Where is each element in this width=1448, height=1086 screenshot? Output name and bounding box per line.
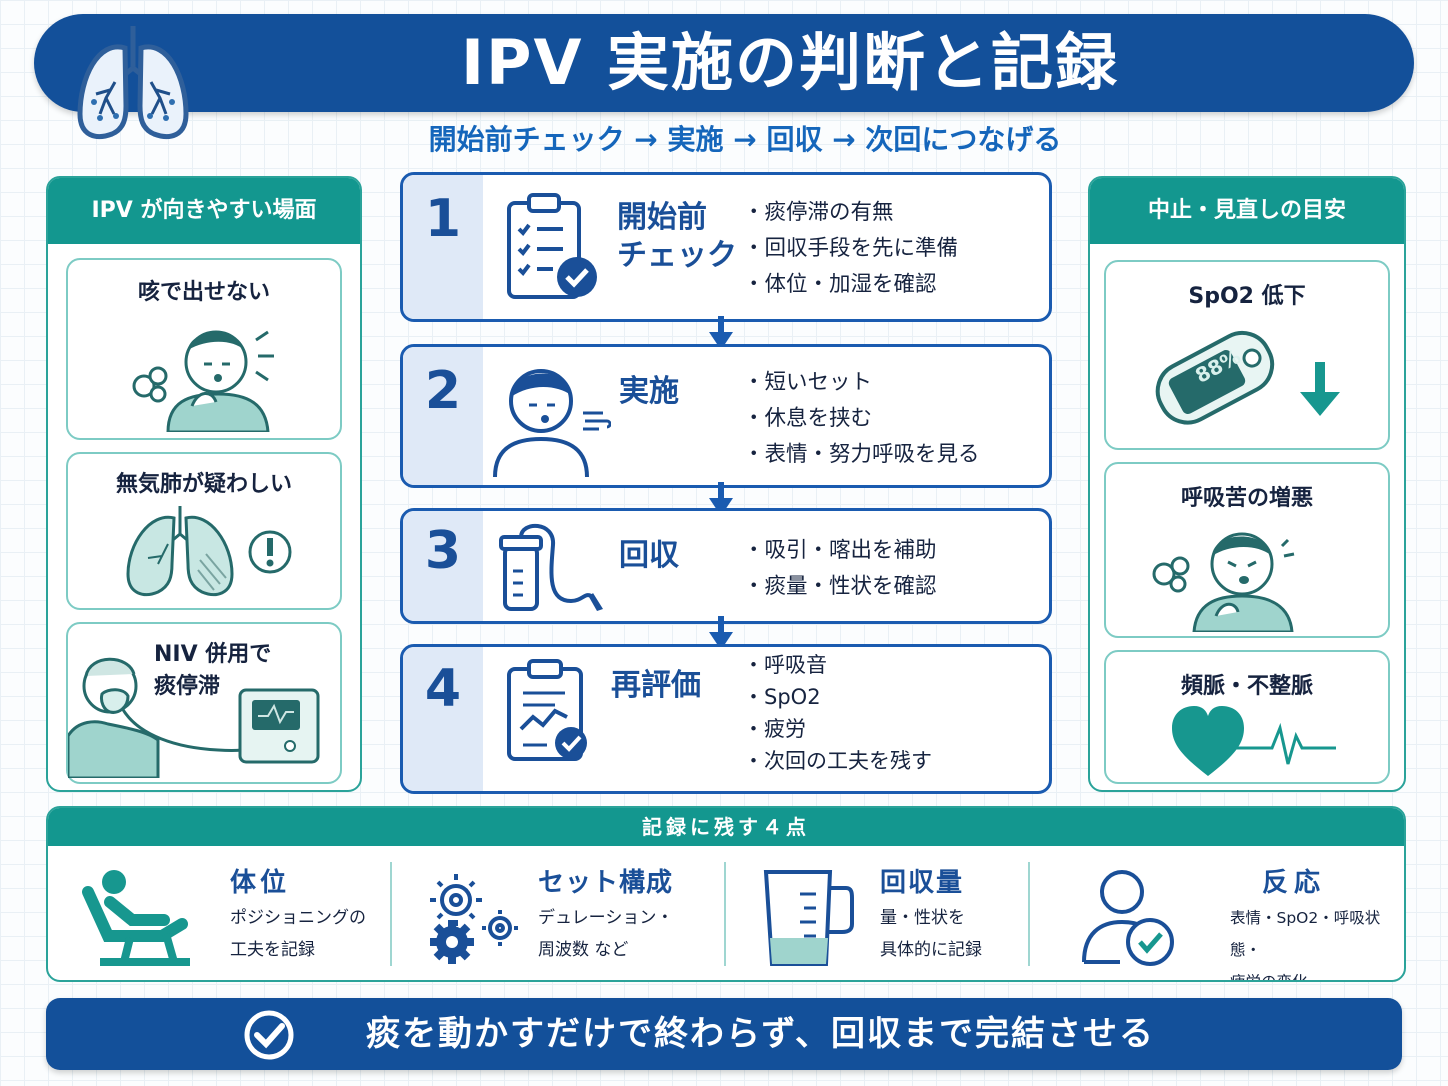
record-desc: 表情・SpO2・呼吸状態・ 疲労の変化 (1230, 909, 1381, 982)
list-item: 回収手段を先に準備 (743, 231, 959, 267)
card-label-line2: 痰停滞 (154, 674, 221, 699)
pulse-oximeter-icon (1155, 330, 1275, 425)
step-items: 吸引・喀出を補助 痰量・性状を確認 (743, 533, 937, 605)
list-item: 疲労 (743, 713, 932, 745)
record-title: セット構成 (538, 868, 674, 898)
measuring-cup-icon (763, 870, 854, 966)
card-label: 呼吸苦の増悪 (1180, 486, 1313, 511)
breathing-person-icon (493, 369, 611, 477)
person-check-icon (1082, 870, 1174, 966)
step-title: 回収 (619, 538, 679, 573)
footer-message: 痰を動かすだけで終わらず、回収まで完結させる (366, 1014, 1155, 1054)
step-card-3: 3 回収 吸引・喀出を補助 痰量・性状を確認 (400, 508, 1052, 624)
step-title: 再評価 (611, 668, 701, 703)
checklist-icon (507, 193, 597, 299)
step-number: 2 (424, 361, 462, 421)
distressed-person-icon (1152, 532, 1295, 632)
list-item: 痰量・性状を確認 (743, 569, 937, 605)
record-item-settings: セット構成 デュレーション・ 周波数 など (392, 848, 722, 978)
suction-canister-icon (499, 523, 603, 611)
record-title: 体位 (230, 868, 291, 898)
criteria-card-spo2: SpO2 低下 88% (1104, 260, 1390, 450)
page-title: IPV 実施の判断と記録 (460, 26, 1120, 99)
divider (724, 862, 726, 966)
reclining-chair-icon (82, 870, 190, 966)
gears-icon (430, 874, 518, 964)
evaluation-clipboard-icon (507, 659, 587, 761)
panel-heading: 中止・見直しの目安 (1090, 178, 1404, 244)
list-item: 吸引・喀出を補助 (743, 533, 937, 569)
list-item: 短いセット (743, 365, 980, 401)
suitable-scenes-panel: IPV が向きやすい場面 咳で出せない 無気肺が疑わしい (46, 176, 362, 792)
card-label: 頻脈・不整脈 (1180, 674, 1313, 699)
panel-heading: IPV が向きやすい場面 (48, 178, 360, 244)
card-label: 無気肺が疑わしい (115, 472, 292, 497)
list-item: 痰停滞の有無 (743, 195, 958, 231)
step-number: 1 (424, 189, 462, 249)
atelectasis-lungs-icon (126, 506, 292, 597)
step-card-2: 2 実施 短いセット 休息を挟む 表情・努力呼吸を見る (400, 344, 1052, 488)
divider (1028, 862, 1030, 966)
record-title: 反応 (1262, 868, 1327, 898)
card-label: 咳で出せない (137, 280, 270, 305)
criteria-card-dyspnea: 呼吸苦の増悪 (1104, 462, 1390, 638)
lungs-icon (77, 26, 189, 139)
record-item-position: 体位 ポジショニングの 工夫を記録 (48, 848, 388, 978)
divider (390, 862, 392, 966)
arrow-down-icon (1300, 362, 1340, 416)
page-subtitle: 開始前チェック → 実施 → 回収 → 次回につなげる (428, 123, 1062, 156)
criteria-card-tachycardia: 頻脈・不整脈 (1104, 650, 1390, 784)
niv-mask-patient-icon (68, 657, 320, 778)
down-arrow-icon (709, 316, 733, 350)
record-item-volume: 回収量 量・性状を 具体的に記録 (726, 848, 1026, 978)
record-desc: ポジショニングの 工夫を記録 (230, 908, 366, 960)
list-item: 休息を挟む (743, 401, 980, 437)
card-label-line1: NIV 併用で (154, 642, 272, 667)
step-title: 実施 (619, 374, 679, 409)
record-section: 記録に残す４点 体位 ポジショニングの 工夫を記録 セット構成 (46, 806, 1406, 982)
step-card-4: 4 再評価 呼吸音 SpO2 疲労 次回の工夫を残す (400, 644, 1052, 794)
step-title: 開始前 チェック (617, 200, 737, 273)
step-items: 痰停滞の有無 回収手段を先に準備 体位・加湿を確認 (743, 195, 959, 303)
title-banner (34, 14, 1414, 112)
list-item: SpO2 (743, 681, 932, 713)
down-arrow-icon (709, 616, 733, 650)
coughing-person-icon (132, 330, 274, 432)
record-desc: デュレーション・ 周波数 など (538, 908, 674, 960)
down-arrow-icon (709, 482, 733, 516)
record-desc: 量・性状を 具体的に記録 (880, 908, 982, 960)
record-heading: 記録に残す４点 (48, 808, 1404, 846)
record-title: 回収量 (880, 868, 965, 898)
step-items: 呼吸音 SpO2 疲労 次回の工夫を残す (743, 649, 932, 777)
stop-criteria-panel: 中止・見直しの目安 SpO2 低下 88% 呼吸苦の増悪 (1088, 176, 1406, 792)
scene-card-niv: NIV 併用で 痰停滞 (66, 622, 342, 784)
record-item-response: 反応 表情・SpO2・呼吸状態・ 疲労の変化 (1030, 848, 1402, 980)
heart-ecg-icon (1172, 706, 1336, 776)
step-number: 3 (424, 521, 462, 581)
list-item: 体位・加湿を確認 (743, 267, 958, 303)
list-item: 表情・努力呼吸を見る (743, 437, 980, 473)
card-label: SpO2 低下 (1188, 284, 1306, 309)
list-item: 呼吸音 (743, 649, 932, 681)
scene-card-cough: 咳で出せない (66, 258, 342, 440)
check-circle-icon (244, 1010, 294, 1060)
step-number: 4 (424, 659, 462, 719)
scene-card-atelectasis: 無気肺が疑わしい (66, 452, 342, 610)
step-items: 短いセット 休息を挟む 表情・努力呼吸を見る (743, 365, 980, 473)
list-item: 次回の工夫を残す (743, 745, 932, 777)
step-card-1: 1 開始前 チェック 痰停滞の有無 回収手段を先に準備 体位・加湿を確認 (400, 172, 1052, 322)
footer-banner: 痰を動かすだけで終わらず、回収まで完結させる (46, 998, 1402, 1070)
